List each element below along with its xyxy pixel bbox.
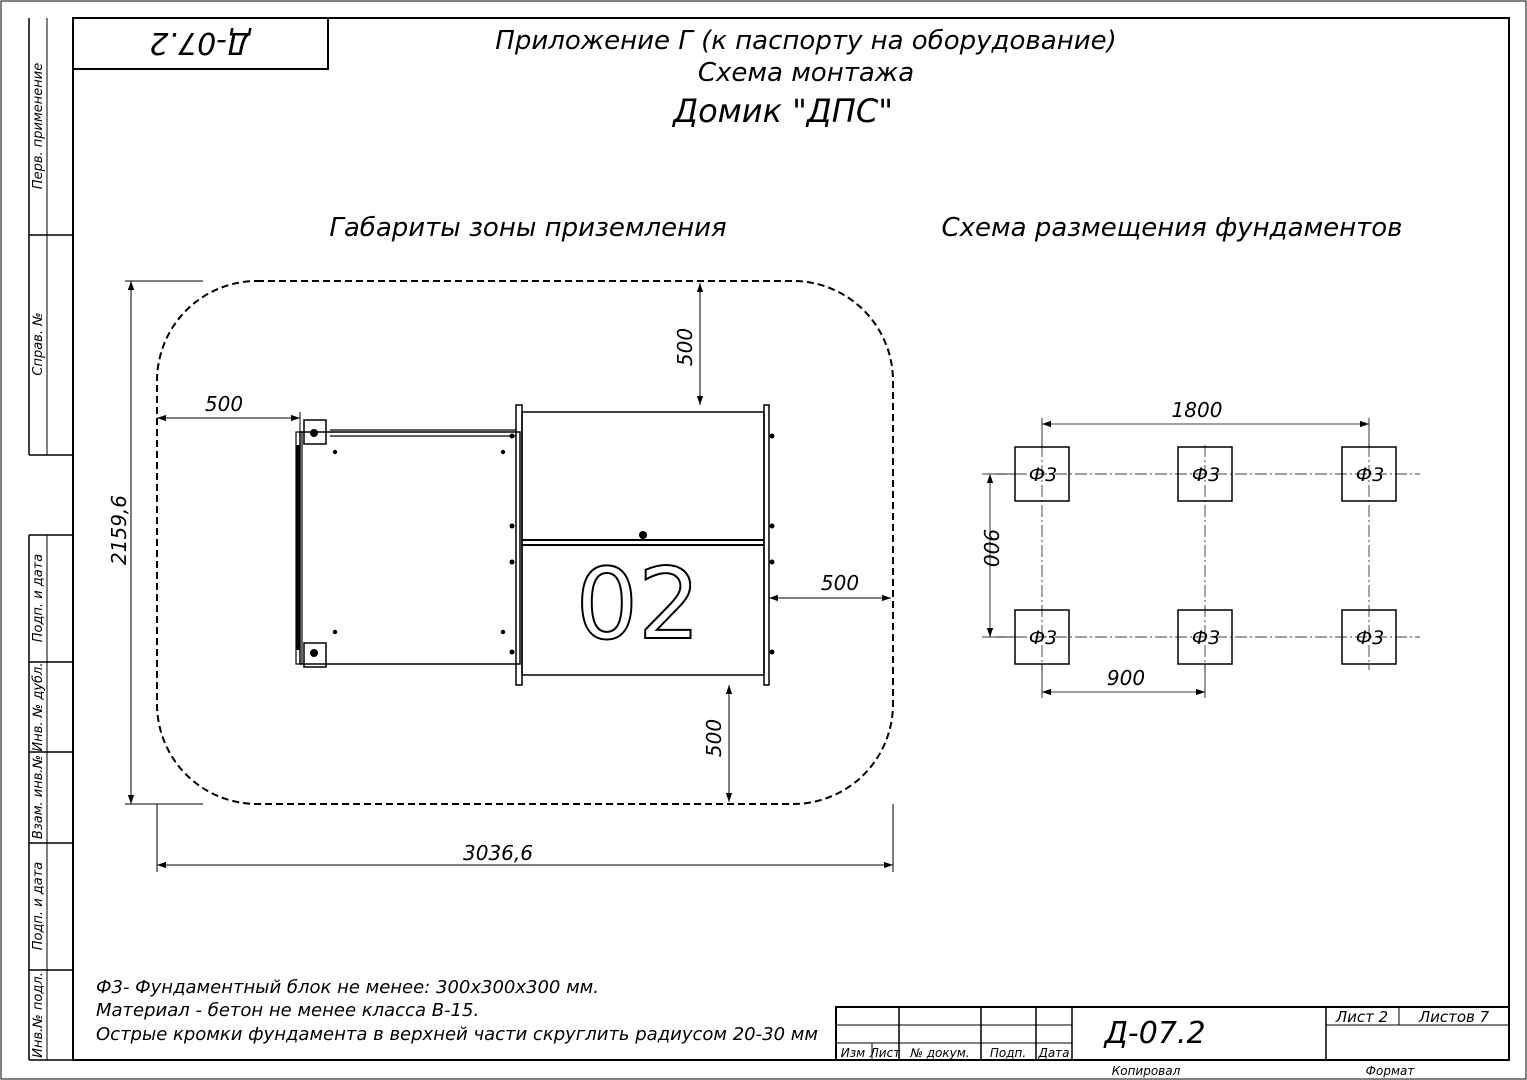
dim-height: 2159,6 [107, 495, 131, 565]
dim-span-1800: 1800 [1172, 398, 1223, 422]
tb-kopiroval: Копировал [1112, 1064, 1181, 1078]
strip-label-podp-data-2: Подп. и дата [31, 862, 46, 951]
dim-right-500: 500 [821, 571, 859, 595]
strip-label-podp-data-1: Подп. и дата [31, 554, 46, 643]
foundation-block-label: Ф3 [1192, 464, 1220, 486]
foundation-block-label: Ф3 [1192, 627, 1220, 649]
foundation-block [1341, 609, 1397, 665]
foundation-layout: Ф3 Ф3 Ф3 Ф3 Ф3 Ф3 1800 900 900 [979, 398, 1420, 698]
title-block: Изм Лист № докум. Подп. Дата Д-07.2 Лист… [835, 1006, 1510, 1078]
header-line-1: Приложение Г (к паспорту на оборудование… [495, 26, 1116, 56]
foundation-block [1177, 446, 1233, 502]
strip-label-sprav: Справ. № [31, 312, 46, 375]
tb-sheet: Лист 2 [1335, 1008, 1388, 1026]
note-line-3: Острые кромки фундамента в верхней части… [96, 1024, 818, 1045]
right-view-title: Схема размещения фундаментов [941, 213, 1402, 243]
tb-izm: Изм [841, 1046, 865, 1060]
strip-label-inv-podl: Инв.№ подл. [31, 972, 46, 1058]
tb-sheets: Листов 7 [1418, 1008, 1490, 1026]
foundation-block-label: Ф3 [1356, 627, 1384, 649]
strip-label-perv: Перв. применение [31, 63, 46, 189]
dim-pitch-vertical-900: 900 [979, 529, 1003, 567]
corner-code: Д-07.2 [149, 25, 252, 60]
foundation-block-label: Ф3 [1029, 627, 1057, 649]
dim-top-500: 500 [673, 328, 697, 366]
left-strip: Перв. применение Справ. № Подп. и дата И… [28, 18, 73, 1061]
landing-zone-outline [156, 280, 894, 805]
landing-zone-view: 02 500 500 500 500 2159,6 3036,6 [107, 280, 894, 872]
dim-left-500: 500 [205, 392, 243, 416]
dim-bottom-500: 500 [702, 719, 726, 757]
house-number: 02 [576, 548, 701, 662]
note-line-1: Ф3- Фундаментный блок не менее: 300х300х… [96, 977, 599, 998]
dim-width: 3036,6 [463, 841, 533, 865]
header-line-3: Домик "ДПС" [671, 92, 893, 130]
notes: Ф3- Фундаментный блок не менее: 300х300х… [96, 977, 818, 1045]
corner-code-box [72, 17, 329, 70]
strip-label-vzam-inv: Взам. инв.№ [31, 755, 46, 839]
foundation-block-label: Ф3 [1356, 464, 1384, 486]
dim-pitch-horizontal-900: 900 [1107, 666, 1145, 690]
note-line-2: Материал - бетон не менее класса В-15. [96, 1000, 479, 1021]
header-line-2: Схема монтажа [698, 58, 914, 88]
tb-format: Формат [1366, 1064, 1416, 1078]
tb-data: Дата [1037, 1046, 1069, 1060]
tb-n-dokum: № докум. [909, 1046, 969, 1060]
house-drawing: 02 [295, 404, 775, 686]
left-view-title: Габариты зоны приземления [329, 213, 726, 243]
inner-frame [72, 17, 1510, 1061]
foundation-block-label: Ф3 [1029, 464, 1057, 486]
tb-podp: Подп. [990, 1046, 1026, 1060]
tb-code: Д-07.2 [1102, 1016, 1205, 1051]
tb-list: Лист [869, 1046, 901, 1060]
strip-label-inv-dubl: Инв. № дубл. [31, 663, 46, 752]
